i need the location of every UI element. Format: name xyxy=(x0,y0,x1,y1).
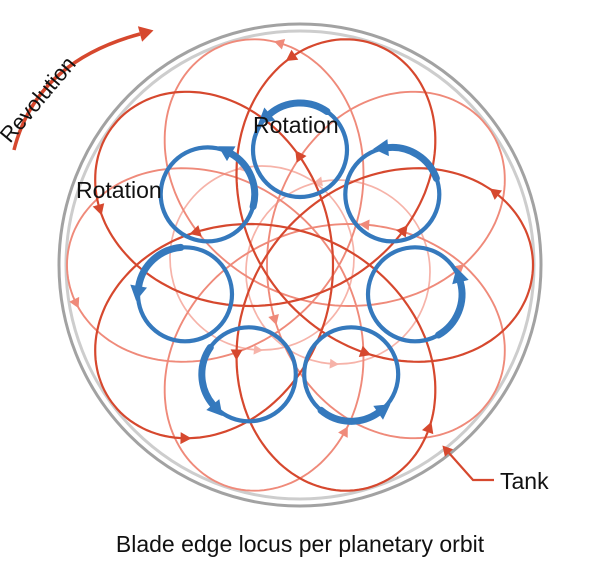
rotation-label-upper: Rotation xyxy=(253,112,339,138)
locus-arrowhead-icon xyxy=(489,188,502,200)
rotation-arrowhead-icon xyxy=(258,107,276,124)
locus-arrowhead-icon xyxy=(92,203,105,216)
locus-arrowhead-icon xyxy=(329,358,339,369)
rotation-arrowhead-icon xyxy=(452,267,469,285)
tank-pointer-arrowhead-icon xyxy=(442,445,454,457)
revolution-label: Revolution xyxy=(0,52,81,148)
rotation-arrowhead-icon xyxy=(373,404,391,420)
tank-outer-ring xyxy=(57,22,543,508)
rotation-arrow-arc xyxy=(317,406,382,425)
locus-art-layer xyxy=(12,22,543,508)
locus-arrowhead-icon xyxy=(359,219,370,231)
locus-arrowhead-icon xyxy=(358,345,372,357)
blade-edge-locus-primary xyxy=(94,38,535,492)
locus-arrowhead-icon xyxy=(285,49,299,61)
blade-edge-locus-secondary xyxy=(66,38,506,492)
locus-arrowhead-icon xyxy=(268,314,279,326)
caption: Blade edge locus per planetary orbit xyxy=(116,531,485,557)
locus-arrowhead-icon xyxy=(396,225,408,238)
rotation-arrowhead-icon xyxy=(206,399,223,416)
rotation-arrow-arc xyxy=(266,99,331,118)
locus-arrowhead-icon xyxy=(313,176,323,187)
rotation-arrow-arc xyxy=(135,243,185,290)
revolution-arrowhead-icon xyxy=(137,26,154,42)
locus-arrowhead-icon xyxy=(453,264,465,275)
rotation-arrow-arc xyxy=(435,278,466,339)
rotation-arrowhead-icon xyxy=(373,139,389,157)
locus-arrowhead-icon xyxy=(189,225,202,237)
rotation-arrowhead-icon xyxy=(130,284,147,301)
tank-pointer-line xyxy=(448,452,494,482)
locus-arrowhead-icon xyxy=(180,432,192,445)
locus-arrowhead-icon xyxy=(295,150,307,163)
tank-label: Tank xyxy=(500,468,549,494)
locus-arrowhead-icon xyxy=(230,349,243,361)
locus-arrowhead-icon xyxy=(253,344,263,355)
locus-arrowhead-icon xyxy=(273,39,286,50)
rotation-arrow-arc xyxy=(198,343,217,408)
rotation-label-left: Rotation xyxy=(76,177,162,203)
revolution-arrow-curve xyxy=(12,32,141,151)
rotation-arrowhead-icon xyxy=(218,146,236,162)
rotation-arrow-arc xyxy=(227,150,259,211)
locus-arrowhead-icon xyxy=(338,426,348,438)
locus-arrowhead-icon xyxy=(422,421,434,435)
locus-arrowhead-icon xyxy=(69,296,80,309)
rotation-arrow-arc xyxy=(384,143,440,182)
